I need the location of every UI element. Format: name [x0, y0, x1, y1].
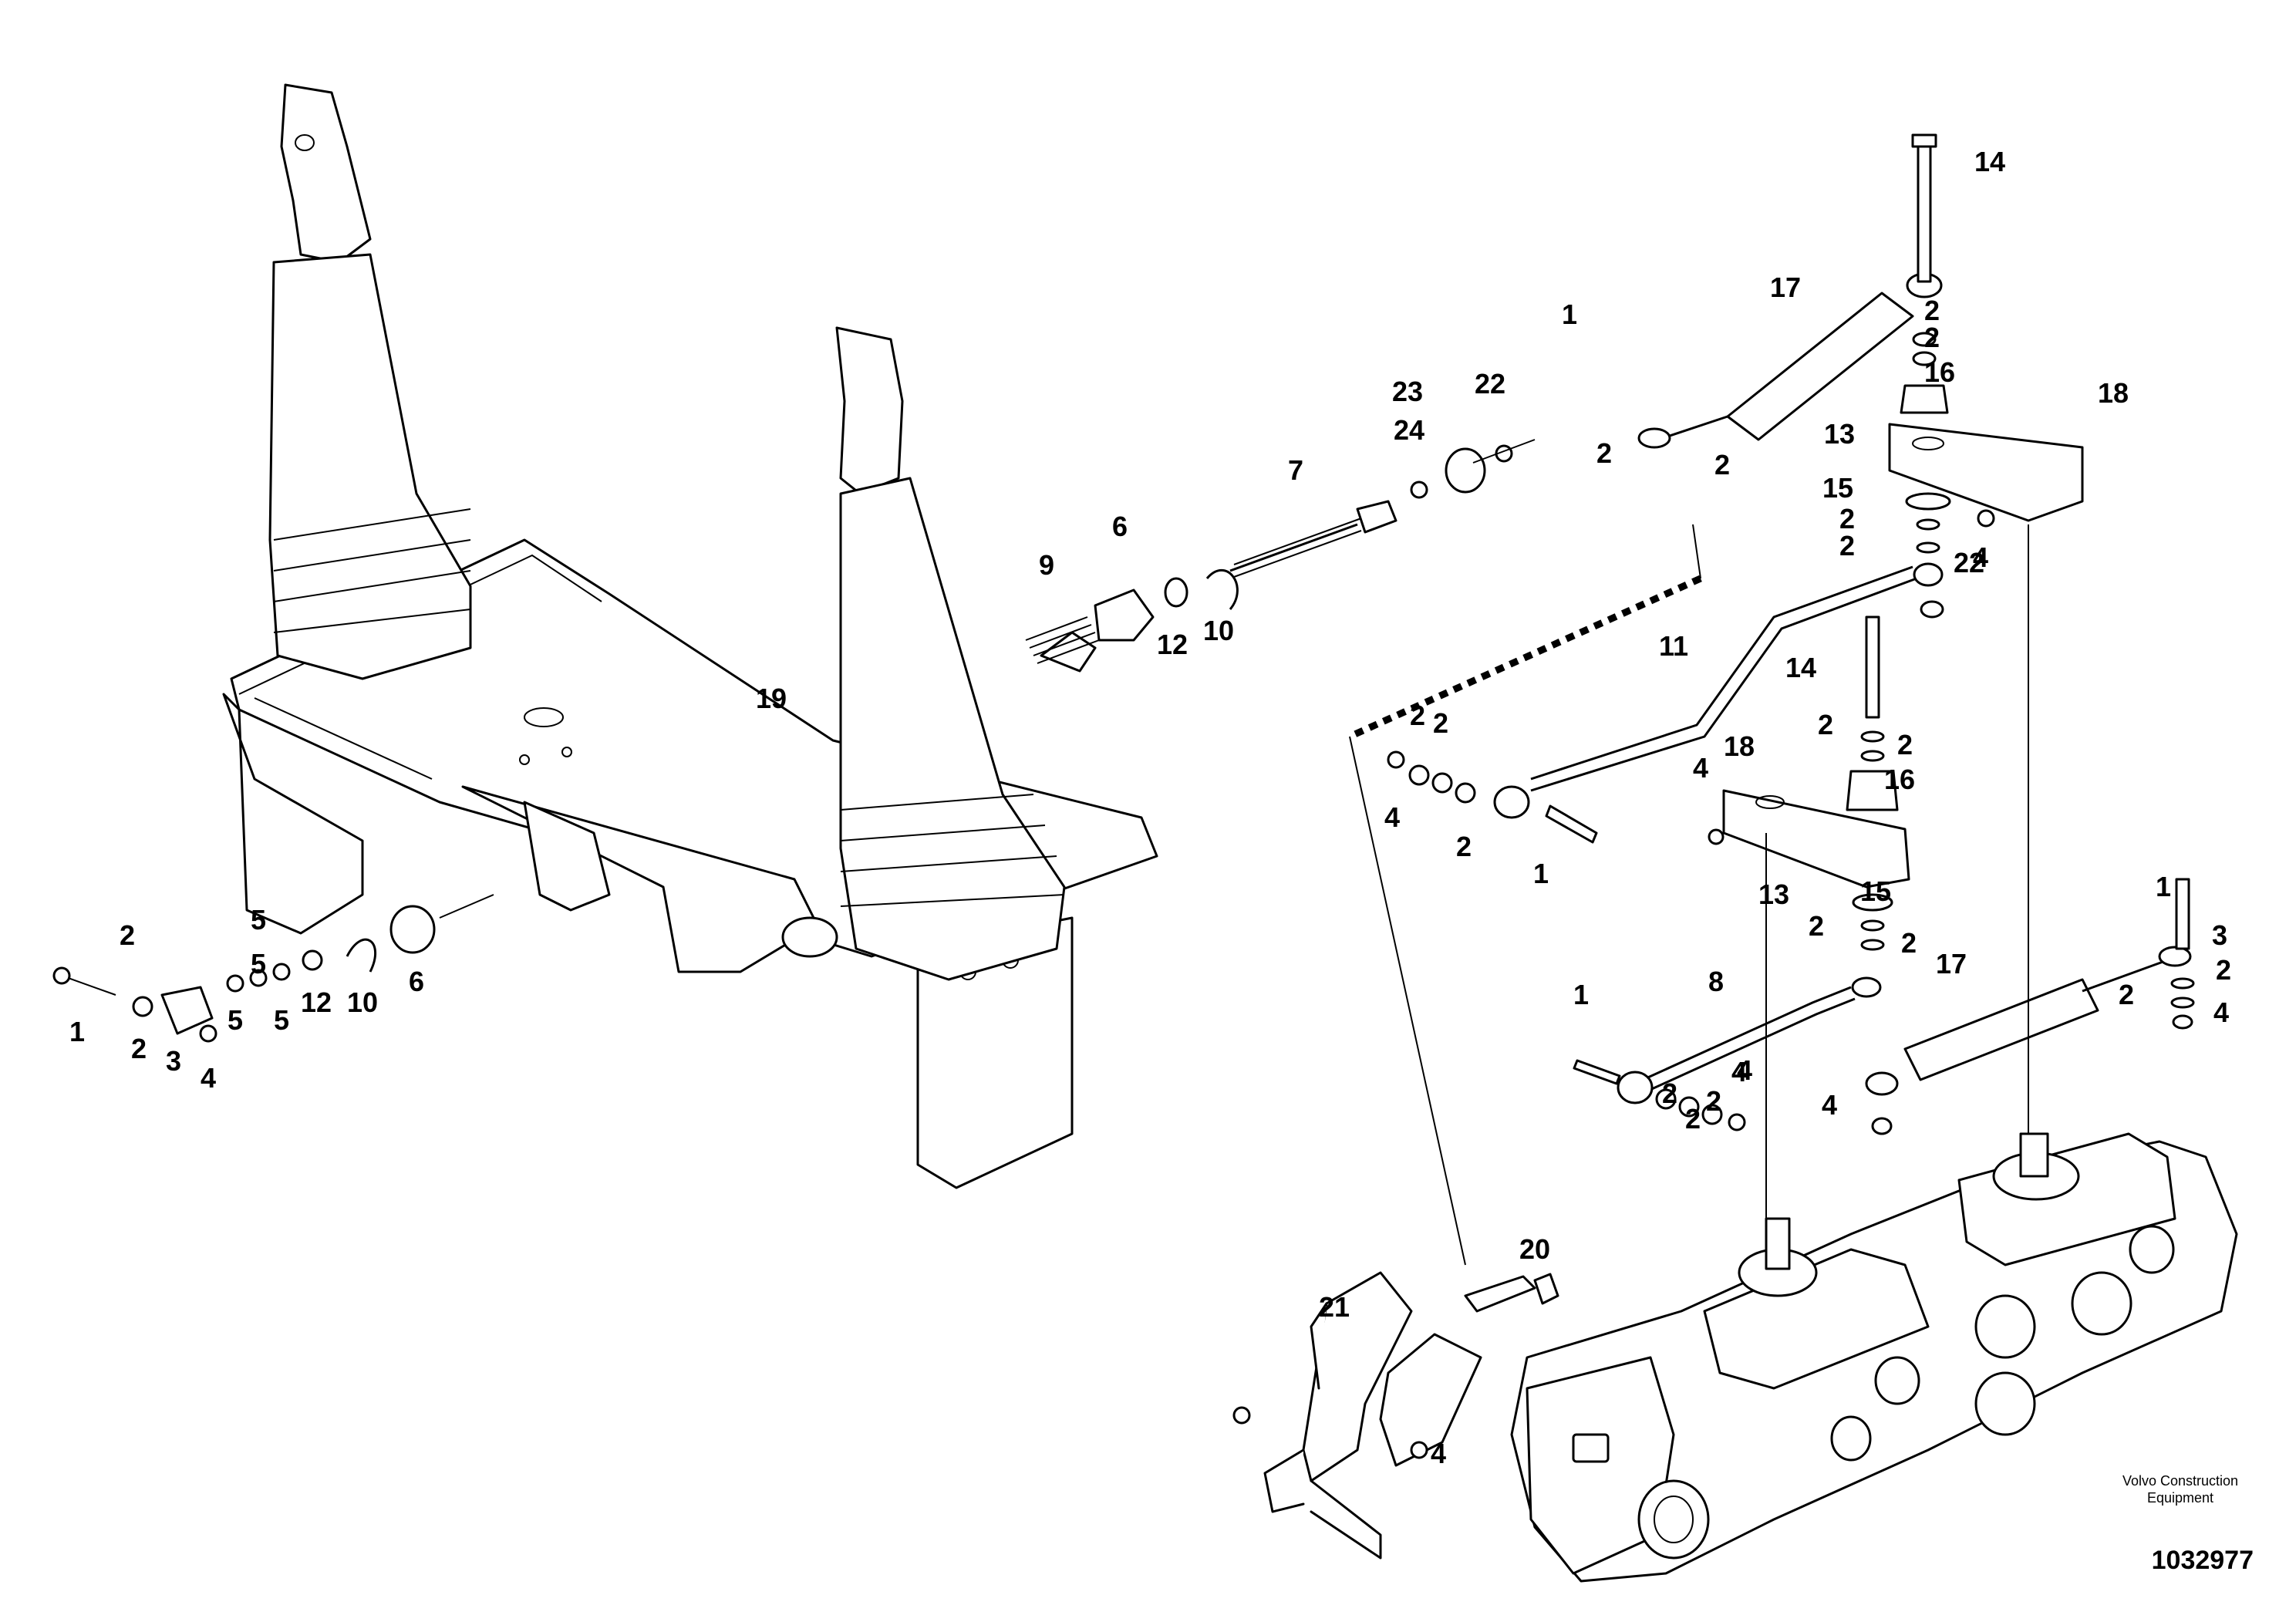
callout-8: 8: [1708, 966, 1724, 997]
callout-18: 18: [2098, 377, 2129, 409]
callout-2: 2: [1818, 709, 1833, 740]
callout-2: 2: [1897, 729, 1913, 760]
callout-4: 4: [1731, 1056, 1747, 1088]
callout-2: 2: [1706, 1085, 1721, 1117]
callout-4: 4: [1693, 752, 1708, 784]
callout-2: 2: [1839, 503, 1855, 534]
callout-4: 4: [1431, 1438, 1446, 1469]
callout-2: 2: [1809, 910, 1824, 942]
callout-6: 6: [409, 966, 424, 997]
callout-18: 18: [1724, 730, 1755, 762]
callout-1: 1: [2156, 871, 2171, 902]
left-washer-stack: [52, 894, 494, 1043]
callout-2: 2: [120, 919, 135, 951]
callout-22: 22: [1475, 368, 1505, 400]
callout-10: 10: [1203, 615, 1234, 646]
hydraulic-pump: [1510, 1132, 2238, 1583]
shaft-assembly: [1025, 439, 1536, 673]
callout-2: 2: [2216, 954, 2231, 986]
callout-4: 4: [201, 1062, 216, 1094]
callout-2: 2: [1433, 707, 1448, 739]
callout-10: 10: [347, 986, 378, 1018]
callout-13: 13: [1824, 418, 1855, 450]
lower-bracket: [1232, 1271, 1559, 1560]
callout-1: 1: [1573, 979, 1589, 1010]
callout-1: 1: [69, 1016, 85, 1047]
callout-16: 16: [1884, 764, 1915, 795]
callout-2: 2: [1685, 1103, 1701, 1135]
callout-2: 2: [1596, 437, 1612, 469]
callout-2: 2: [1924, 322, 1940, 353]
callout-2: 2: [1924, 295, 1940, 326]
publisher-name: Volvo Construction Equipment: [2122, 1473, 2239, 1506]
callout-23: 23: [1392, 376, 1423, 407]
callout-2: 2: [1456, 831, 1472, 862]
callout-9: 9: [1039, 549, 1054, 581]
callout-2: 2: [131, 1033, 147, 1064]
callout-16: 16: [1924, 356, 1955, 388]
callout-5: 5: [251, 948, 266, 980]
callout-1: 1: [1533, 858, 1549, 889]
callout-11: 11: [1659, 630, 1688, 662]
callout-24: 24: [1394, 414, 1424, 446]
callout-2: 2: [1714, 449, 1730, 481]
pump-linkage: [1348, 133, 2195, 1266]
callout-2: 2: [2119, 979, 2134, 1010]
callout-2: 2: [1410, 700, 1425, 731]
callout-22: 22: [1954, 547, 1984, 578]
left-joystick: [268, 83, 472, 680]
callout-15: 15: [1860, 875, 1891, 907]
callout-2: 2: [1662, 1077, 1677, 1109]
callout-5: 5: [274, 1004, 289, 1036]
callout-13: 13: [1758, 878, 1789, 910]
callout-4: 4: [1822, 1089, 1837, 1121]
callout-14: 14: [1974, 146, 2005, 177]
callout-4: 4: [1973, 541, 1988, 573]
drawing-number: 1032977: [2151, 1546, 2254, 1575]
callout-2: 2: [1839, 530, 1855, 561]
callout-5: 5: [251, 904, 266, 936]
callout-5: 5: [228, 1004, 243, 1036]
callout-4: 4: [1737, 1054, 1752, 1086]
callout-7: 7: [1288, 454, 1303, 486]
callout-12: 12: [301, 986, 332, 1018]
callout-17: 17: [1936, 948, 1967, 980]
callout-21: 21: [1319, 1291, 1350, 1323]
callout-6: 6: [1112, 511, 1128, 542]
callout-2: 2: [1901, 927, 1917, 959]
callout-12: 12: [1157, 629, 1188, 660]
callout-4: 4: [2213, 996, 2229, 1028]
callout-14: 14: [1785, 652, 1816, 683]
callout-15: 15: [1822, 472, 1853, 504]
callout-19: 19: [756, 683, 787, 714]
callout-17: 17: [1770, 271, 1801, 303]
callout-3: 3: [166, 1045, 181, 1077]
callout-1: 1: [1562, 298, 1577, 330]
callout-3: 3: [2212, 919, 2227, 951]
callout-4: 4: [1384, 801, 1400, 833]
callout-20: 20: [1519, 1233, 1550, 1265]
right-joystick: [835, 326, 1066, 981]
